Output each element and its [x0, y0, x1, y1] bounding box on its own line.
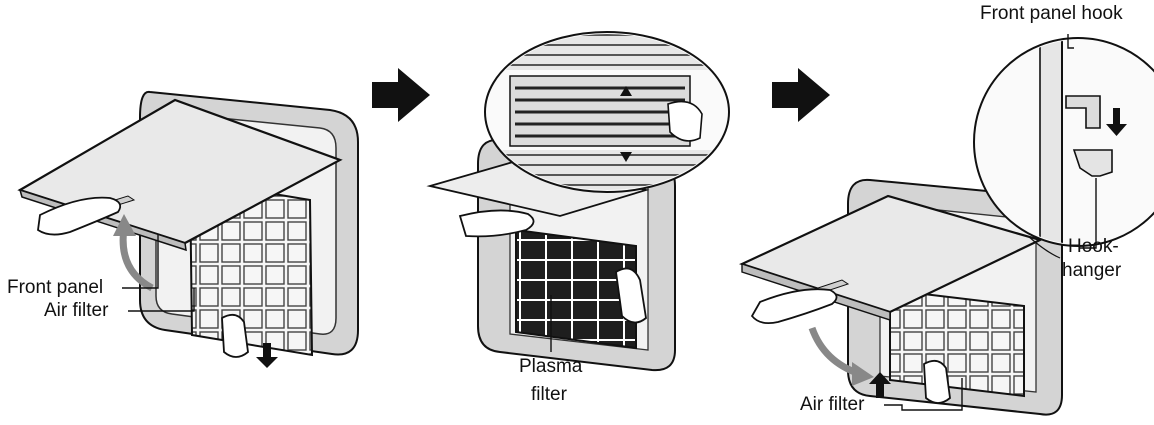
air-filter-label-step3: Air filter — [800, 394, 865, 415]
step3-hand-icon — [750, 288, 838, 325]
step3-panel-curve-line — [1027, 235, 1061, 259]
front-panel-label: Front panel — [7, 277, 104, 298]
hook-hanger-label-line1: Hook- — [1068, 236, 1119, 257]
step2-hand-right-icon — [615, 267, 647, 324]
step2-illustration — [426, 31, 730, 372]
step1-down-arrow-icon — [256, 343, 278, 368]
step1-hand-filter-icon — [221, 313, 249, 358]
step1-air-filter-leader-line — [128, 288, 195, 312]
step3-zoom-circle — [973, 37, 1154, 247]
step3-filter-leader-line — [884, 378, 963, 411]
step3-air-filter-shape — [889, 288, 1025, 398]
step3-illustration — [739, 34, 1154, 416]
step3-hook-leader-line — [1067, 34, 1074, 49]
step3-up-arrow-icon — [869, 372, 891, 398]
step2-plasma-filter-shape — [515, 228, 637, 350]
plasma-filter-label-line2: filter — [531, 384, 567, 405]
step1-front-panel-leader-line — [122, 234, 159, 289]
step1-hand-icon — [37, 196, 122, 236]
front-panel-hook-label: Front panel hook — [980, 3, 1123, 24]
air-filter-label-step1: Air filter — [44, 300, 109, 321]
plasma-filter-label-line1: Plasma — [519, 356, 583, 377]
step3-hanger-leader-line — [1080, 178, 1097, 249]
step-arrow-1-icon — [372, 68, 430, 122]
step2-front-panel-shape — [426, 159, 650, 217]
step-arrow-2-icon — [772, 68, 830, 122]
hook-hanger-label-line2: hanger — [1062, 260, 1122, 281]
step2-hand-left-icon — [458, 209, 535, 238]
step3-hand-filter-icon — [923, 359, 951, 404]
step1-illustration — [17, 90, 359, 368]
